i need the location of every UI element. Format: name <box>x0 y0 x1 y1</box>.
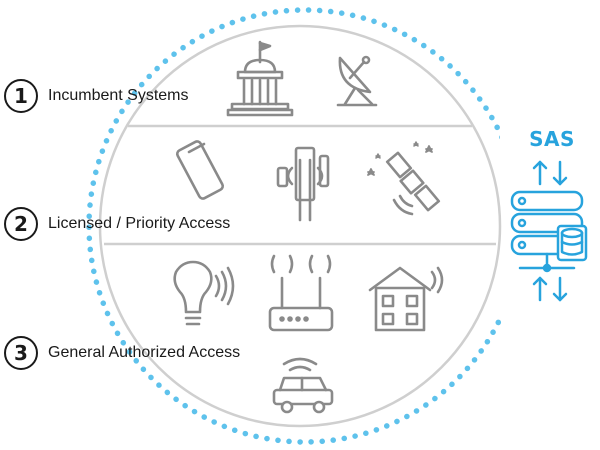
tier-1-number-badge: 1 <box>4 79 38 113</box>
smart-bulb-icon <box>173 260 235 326</box>
sas-label: SAS <box>529 127 575 151</box>
arrows-up-down-top-icon <box>532 160 568 186</box>
tier-2-number-badge: 2 <box>4 207 38 241</box>
tier-1-label: 1 Incumbent Systems <box>4 79 189 113</box>
connected-car-icon <box>272 357 334 414</box>
tier-3-number-badge: 3 <box>4 336 38 370</box>
tier-2-label: 2 Licensed / Priority Access <box>4 207 230 241</box>
satellite-icon <box>367 141 441 216</box>
database-server-icon <box>510 190 588 273</box>
capitol-building-icon <box>226 40 294 117</box>
wifi-router-icon <box>268 254 334 332</box>
smartphone-icon <box>175 140 225 200</box>
satellite-dish-icon <box>336 55 378 107</box>
tier-3-label: 3 General Authorized Access <box>4 336 240 370</box>
sas-backdrop <box>500 118 600 318</box>
tier-1-text: Incumbent Systems <box>48 87 189 104</box>
arrows-up-down-bottom-icon <box>532 276 568 302</box>
cell-tower-icon <box>276 146 330 222</box>
tier-3-text: General Authorized Access <box>48 344 241 361</box>
connected-house-icon <box>368 266 444 332</box>
tier-2-text: Licensed / Priority Access <box>48 215 231 232</box>
